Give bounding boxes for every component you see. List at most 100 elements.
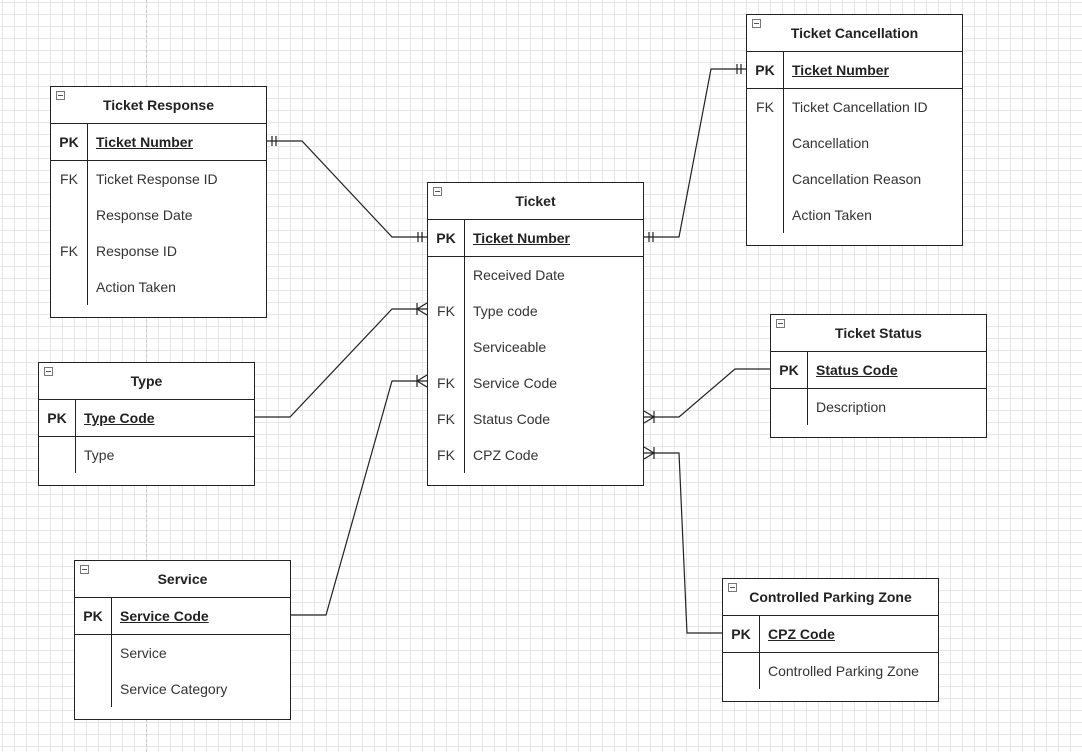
collapse-icon[interactable]: [776, 319, 785, 328]
attribute-row[interactable]: Service Category: [75, 671, 290, 707]
relationship-ticket-response-ticket[interactable]: [267, 140, 427, 238]
collapse-icon[interactable]: [56, 91, 65, 100]
key-divider: [759, 653, 760, 689]
relationship-type-ticket[interactable]: [255, 308, 427, 418]
entity-title[interactable]: Controlled Parking Zone: [723, 579, 938, 616]
attribute-row[interactable]: Cancellation Reason: [747, 161, 962, 197]
key-label: FK: [437, 303, 455, 319]
many-marker: [643, 446, 655, 454]
attribute-row[interactable]: Serviceable: [428, 329, 643, 365]
attribute-name: Action Taken: [792, 207, 872, 223]
key-divider: [111, 635, 112, 707]
attribute-row[interactable]: FK Type code: [428, 293, 643, 329]
attribute-row[interactable]: Service: [75, 635, 290, 671]
primary-key-row[interactable]: PK Ticket Number: [428, 220, 643, 257]
attribute-name: Response ID: [96, 243, 177, 259]
attribute-name: Type code: [473, 303, 538, 319]
key-label: PK: [731, 626, 751, 642]
attribute-row[interactable]: Action Taken: [51, 269, 266, 305]
entity-title-label: Controlled Parking Zone: [749, 589, 912, 605]
entity-title-label: Ticket: [515, 193, 556, 209]
key-divider: [75, 400, 76, 436]
collapse-icon[interactable]: [752, 19, 761, 28]
primary-key-name: Ticket Number: [96, 134, 193, 150]
collapse-icon[interactable]: [433, 187, 442, 196]
collapse-icon[interactable]: [80, 565, 89, 574]
key-label: FK: [60, 243, 78, 259]
relationship-ticket-ticket-cancellation[interactable]: [644, 68, 746, 238]
key-divider: [87, 161, 88, 305]
attribute-row[interactable]: Type: [39, 437, 254, 473]
entity-title[interactable]: Ticket Cancellation: [747, 15, 962, 52]
many-marker: [416, 308, 428, 316]
attribute-list: Controlled Parking Zone: [723, 653, 938, 701]
attribute-name: Ticket Response ID: [96, 171, 218, 187]
primary-key-name: Ticket Number: [792, 62, 889, 78]
relationship-ticket-status-ticket[interactable]: [644, 368, 770, 418]
key-label: FK: [437, 411, 455, 427]
entity-title-label: Service: [157, 571, 208, 587]
key-label: PK: [59, 134, 79, 150]
key-label: PK: [436, 230, 456, 246]
attribute-row[interactable]: FK Status Code: [428, 401, 643, 437]
key-label: PK: [779, 362, 799, 378]
attribute-row[interactable]: Description: [771, 389, 986, 425]
attribute-name: Status Code: [473, 411, 551, 427]
key-divider: [75, 437, 76, 473]
key-label: FK: [756, 99, 774, 115]
collapse-icon[interactable]: [728, 583, 737, 592]
primary-key-name: Status Code: [816, 362, 898, 378]
entity-title[interactable]: Service: [75, 561, 290, 598]
attribute-name: Cancellation: [792, 135, 870, 151]
key-label: PK: [47, 410, 67, 426]
entity-title[interactable]: Type: [39, 363, 254, 400]
relationship-cpz-ticket[interactable]: [644, 452, 722, 634]
attribute-name: Controlled Parking Zone: [768, 663, 919, 679]
attribute-name: Service: [120, 645, 167, 661]
attribute-row[interactable]: Response Date: [51, 197, 266, 233]
attribute-row[interactable]: FK Response ID: [51, 233, 266, 269]
attribute-row[interactable]: Action Taken: [747, 197, 962, 233]
primary-key-name: Ticket Number: [473, 230, 570, 246]
attribute-list: Description: [771, 389, 986, 437]
many-marker: [416, 302, 428, 310]
attribute-name: Type: [84, 447, 115, 463]
entity-title-label: Ticket Status: [835, 325, 922, 341]
entity-title[interactable]: Ticket Response: [51, 87, 266, 124]
entity-title[interactable]: Ticket Status: [771, 315, 986, 352]
entity-title-label: Ticket Cancellation: [790, 25, 919, 41]
key-divider: [807, 389, 808, 425]
attribute-name: Description: [816, 399, 887, 415]
attribute-name: Ticket Cancellation ID: [792, 99, 928, 115]
key-label: PK: [83, 608, 103, 624]
many-marker: [416, 374, 428, 382]
attribute-row[interactable]: FK Ticket Cancellation ID: [747, 89, 962, 125]
relationship-service-ticket[interactable]: [291, 380, 427, 616]
primary-key-row[interactable]: PK Ticket Number: [51, 124, 266, 161]
attribute-row[interactable]: Cancellation: [747, 125, 962, 161]
attribute-row[interactable]: Controlled Parking Zone: [723, 653, 938, 689]
attribute-row[interactable]: Received Date: [428, 257, 643, 293]
many-marker: [416, 380, 428, 388]
entity-title[interactable]: Ticket: [428, 183, 643, 220]
collapse-icon[interactable]: [44, 367, 53, 376]
primary-key-row[interactable]: PK Status Code: [771, 352, 986, 389]
many-marker: [643, 410, 655, 418]
